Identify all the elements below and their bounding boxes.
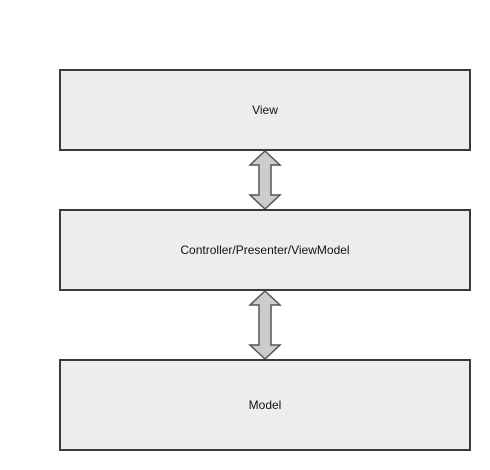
view-label: View xyxy=(252,103,278,117)
controller-box: Controller/Presenter/ViewModel xyxy=(59,209,471,291)
model-label: Model xyxy=(248,398,282,412)
controller-model-double-arrow-icon xyxy=(248,290,282,360)
controller-label: Controller/Presenter/ViewModel xyxy=(180,243,350,257)
double-arrow-shape xyxy=(248,290,282,360)
view-box: View xyxy=(59,69,471,151)
model-box: Model xyxy=(59,359,471,451)
double-arrow-shape xyxy=(248,150,282,210)
view-controller-double-arrow-icon xyxy=(248,150,282,210)
